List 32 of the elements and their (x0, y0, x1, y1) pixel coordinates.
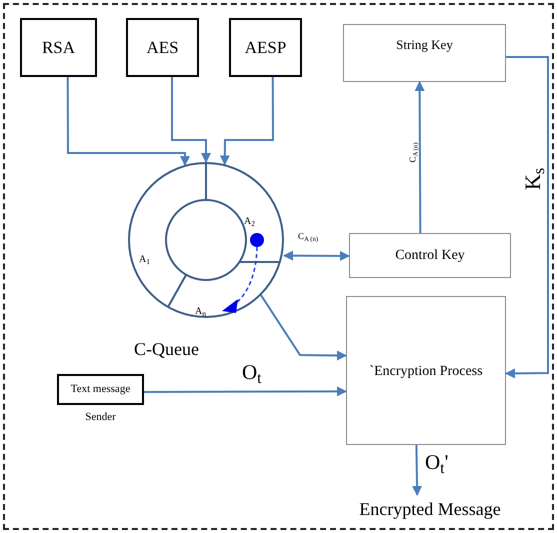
edge-label: C$_{A (n)}$ (298, 232, 318, 241)
arrow (283, 250, 350, 261)
arrow (66, 77, 190, 166)
ring-title: C-Queue (134, 338, 199, 361)
key-box (343, 24, 506, 82)
node-text: Control Key (395, 246, 465, 264)
node-label: Sender (85, 410, 116, 425)
arrow (412, 444, 422, 496)
arrow (260, 294, 347, 360)
edge-label: O$_{t}$ (242, 362, 262, 383)
arrow (220, 77, 274, 166)
node-text: RSA (42, 36, 76, 58)
node-text: String Key (396, 37, 453, 54)
arrow (414, 81, 425, 233)
key-box (349, 233, 511, 278)
node-text: `Encryption Process (369, 363, 483, 380)
node-text: AES (146, 36, 179, 58)
edge-label: O$_{t}$' (425, 452, 448, 473)
algorithm-box (229, 18, 302, 77)
message-box (57, 374, 144, 405)
algorithm-box (20, 18, 97, 77)
node-text: AESP (244, 36, 286, 58)
algorithm-box (126, 18, 199, 77)
arrow (505, 56, 549, 378)
process-box (346, 296, 506, 445)
node-text: Text message (70, 382, 130, 396)
node-text: Encrypted Message (359, 498, 501, 520)
segment-label: A$_{2}$ (244, 216, 255, 227)
arrow (144, 386, 347, 396)
segment-label: A$_{n}$ (195, 306, 206, 317)
arrow (171, 77, 211, 163)
segment-label: A$_{1}$ (139, 254, 150, 265)
